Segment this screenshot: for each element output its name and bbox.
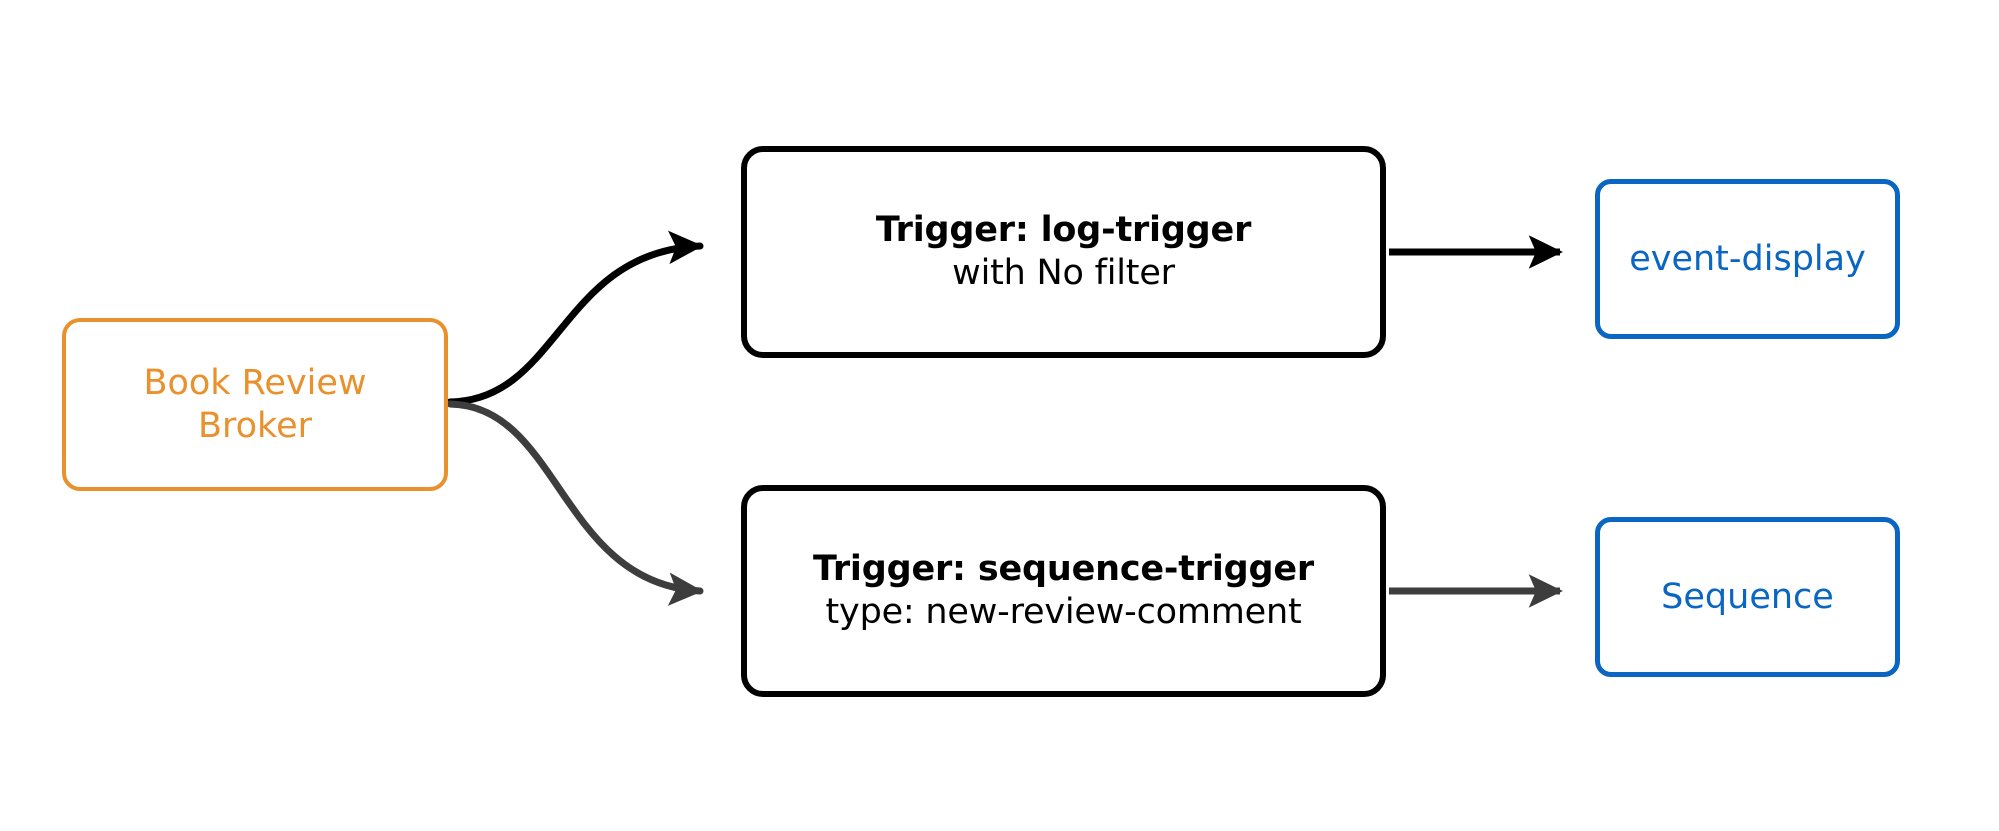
- log-trigger-title: Trigger: log-trigger: [875, 210, 1252, 251]
- broker-label-line-2: Broker: [198, 405, 312, 446]
- sequence-trigger-subtitle: type: new-review-comment: [825, 592, 1302, 632]
- broker-label-line-1: Book Review: [143, 362, 367, 403]
- sequence-label: Sequence: [1661, 576, 1834, 617]
- sequence-trigger-title: Trigger: sequence-trigger: [813, 549, 1314, 590]
- node-event-display[interactable]: event-display: [1595, 179, 1900, 339]
- log-trigger-subtitle: with No filter: [952, 253, 1175, 293]
- node-sequence-trigger[interactable]: Trigger: sequence-trigger type: new-revi…: [741, 485, 1386, 697]
- event-display-label: event-display: [1629, 238, 1866, 279]
- edge-broker-to-log-trigger: [446, 230, 704, 406]
- edge-broker-to-sequence-trigger: [446, 400, 704, 606]
- node-sequence[interactable]: Sequence: [1595, 517, 1900, 677]
- node-log-trigger[interactable]: Trigger: log-trigger with No filter: [741, 146, 1386, 358]
- node-book-review-broker[interactable]: Book Review Broker: [62, 318, 448, 491]
